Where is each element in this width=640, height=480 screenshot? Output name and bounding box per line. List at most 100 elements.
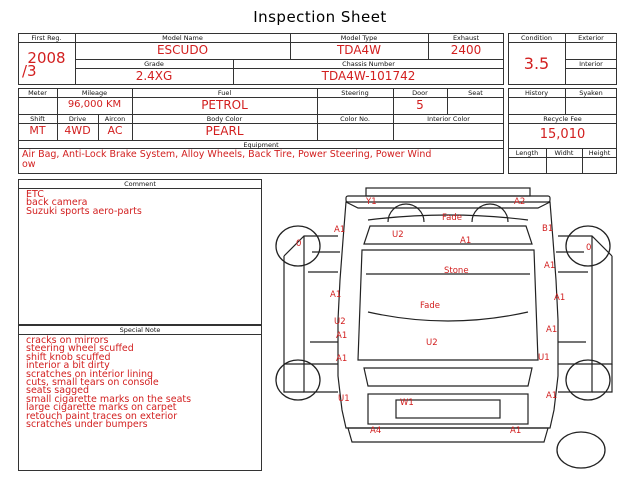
- note-line: cracks on mirrors: [26, 335, 109, 346]
- damage-mark: 0: [586, 243, 591, 253]
- meter-label: Meter: [28, 89, 47, 97]
- wheel-left-rear: [275, 359, 321, 401]
- shift-label: Shift: [30, 115, 45, 123]
- damage-mark: U1: [538, 353, 550, 363]
- damage-mark: A1: [460, 236, 471, 246]
- equipment-line-1: Air Bag, Anti-Lock Brake System, Alloy W…: [22, 149, 432, 160]
- damage-mark: A1: [336, 331, 347, 341]
- comment-label: Comment: [124, 180, 156, 188]
- note-line: steering wheel scuffed: [26, 343, 134, 355]
- fuel-value: PETROL: [201, 98, 248, 112]
- note-line: large cigarette marks on carpet: [26, 402, 177, 414]
- wheel-left-front: [275, 225, 321, 267]
- shift-value: MT: [29, 124, 46, 137]
- damage-mark: Y1: [365, 197, 377, 207]
- comment-box: [18, 179, 262, 325]
- damage-mark: U1: [338, 394, 350, 404]
- exhaust-value: 2400: [450, 43, 482, 57]
- damage-mark: U2: [392, 230, 404, 240]
- damage-mark: A1: [510, 426, 521, 436]
- note-line: retouch paint traces on exterior: [26, 410, 178, 422]
- comment-line: ETC: [26, 189, 44, 200]
- drive-value: 4WD: [64, 124, 91, 137]
- equipment-line-2: ow: [22, 159, 36, 170]
- door-value: 5: [416, 98, 424, 112]
- sheet-title: Inspection Sheet: [253, 8, 387, 26]
- damage-mark: A1: [554, 293, 565, 303]
- recycle-fee-label: Recycle Fee: [543, 115, 582, 123]
- note-line: scratches under bumpers: [26, 419, 148, 431]
- damage-mark: B1: [542, 224, 553, 234]
- interior-color-label: Interior Color: [427, 115, 470, 123]
- comment-line: back camera: [26, 197, 88, 209]
- damage-mark: A1: [336, 354, 347, 364]
- mileage-label: Mileage: [81, 89, 108, 97]
- front-bumper-outline: [365, 187, 531, 197]
- equipment-label: Equipment: [243, 141, 279, 149]
- roof-outline: [357, 249, 539, 361]
- left-side-panel: [283, 235, 338, 393]
- model-name-value: ESCUDO: [156, 43, 209, 57]
- grade-label: Grade: [144, 60, 164, 68]
- damage-mark: Stone: [444, 266, 469, 276]
- damage-mark: A1: [546, 325, 557, 335]
- note-line: shift knob scuffed: [26, 351, 111, 363]
- damage-mark: U2: [334, 317, 346, 327]
- length-label: Length: [515, 149, 539, 157]
- fuel-label: Fuel: [217, 89, 232, 97]
- model-name-label: Model Name: [162, 34, 203, 42]
- damage-mark: A1: [546, 391, 557, 401]
- note-line: scratches on interior lining: [26, 368, 154, 380]
- chassis-value: TDA4W-101742: [321, 69, 416, 83]
- vehicle-damage-diagram: Y1 A2 Fade A1 U2 A1 B1 0 0 A1 Stone A1 A…: [275, 187, 613, 469]
- exterior-label: Exterior: [578, 34, 604, 42]
- wheel-right-rear: [565, 359, 611, 401]
- damage-mark: A1: [334, 225, 345, 235]
- damage-mark: 0: [296, 239, 301, 249]
- damage-mark: A4: [370, 426, 381, 436]
- note-line: cuts, small tears on console: [26, 377, 159, 389]
- spec-block: [18, 88, 504, 174]
- aircon-value: AC: [107, 124, 123, 137]
- history-block: [508, 88, 617, 174]
- damage-mark: Fade: [442, 213, 462, 223]
- note-line: small cigarette marks on the seats: [26, 393, 192, 405]
- syaken-label: Syaken: [579, 89, 603, 97]
- condition-value: 3.5: [523, 54, 550, 73]
- damage-mark: Fade: [420, 301, 440, 311]
- damage-mark: A1: [544, 261, 555, 271]
- interior-label: Interior: [579, 60, 603, 68]
- special-note-lines: cracks on mirrors steering wheel scuffed…: [26, 335, 192, 431]
- steering-label: Steering: [341, 89, 369, 97]
- first-reg-label: First Reg.: [31, 34, 62, 42]
- comment-lines: ETC back camera Suzuki sports aero-parts: [26, 189, 142, 217]
- history-label: History: [524, 89, 549, 97]
- note-line: interior a bit dirty: [26, 360, 110, 372]
- body-outline: [337, 201, 559, 429]
- height-label: Height: [588, 149, 611, 157]
- damage-mark: W1: [400, 398, 414, 408]
- color-no-label: Color No.: [340, 115, 370, 123]
- wheel-right-front: [565, 225, 611, 267]
- first-reg-month: /3: [22, 62, 37, 80]
- model-type-value: TDA4W: [336, 43, 382, 57]
- body-color-value: PEARL: [205, 124, 244, 138]
- body-color-label: Body Color: [206, 115, 243, 123]
- damage-mark: A2: [514, 197, 525, 207]
- spare-tire: [556, 431, 606, 469]
- chassis-label: Chassis Number: [342, 60, 395, 68]
- aircon-label: Aircon: [104, 115, 126, 123]
- recycle-fee-value: 15,010: [539, 127, 586, 142]
- model-type-label: Model Type: [340, 34, 378, 42]
- comment-line: Suzuki sports aero-parts: [26, 205, 142, 217]
- damage-mark: A1: [330, 290, 341, 300]
- special-note-label: Special Note: [119, 326, 161, 334]
- damage-mark: U2: [426, 338, 438, 348]
- condition-label: Condition: [520, 34, 553, 42]
- door-label: Door: [412, 89, 428, 97]
- grade-value: 2.4XG: [135, 69, 173, 83]
- first-reg-year: 2008: [27, 49, 66, 67]
- exhaust-label: Exhaust: [452, 34, 480, 42]
- seat-label: Seat: [468, 89, 483, 97]
- width-label: Widht: [554, 149, 574, 157]
